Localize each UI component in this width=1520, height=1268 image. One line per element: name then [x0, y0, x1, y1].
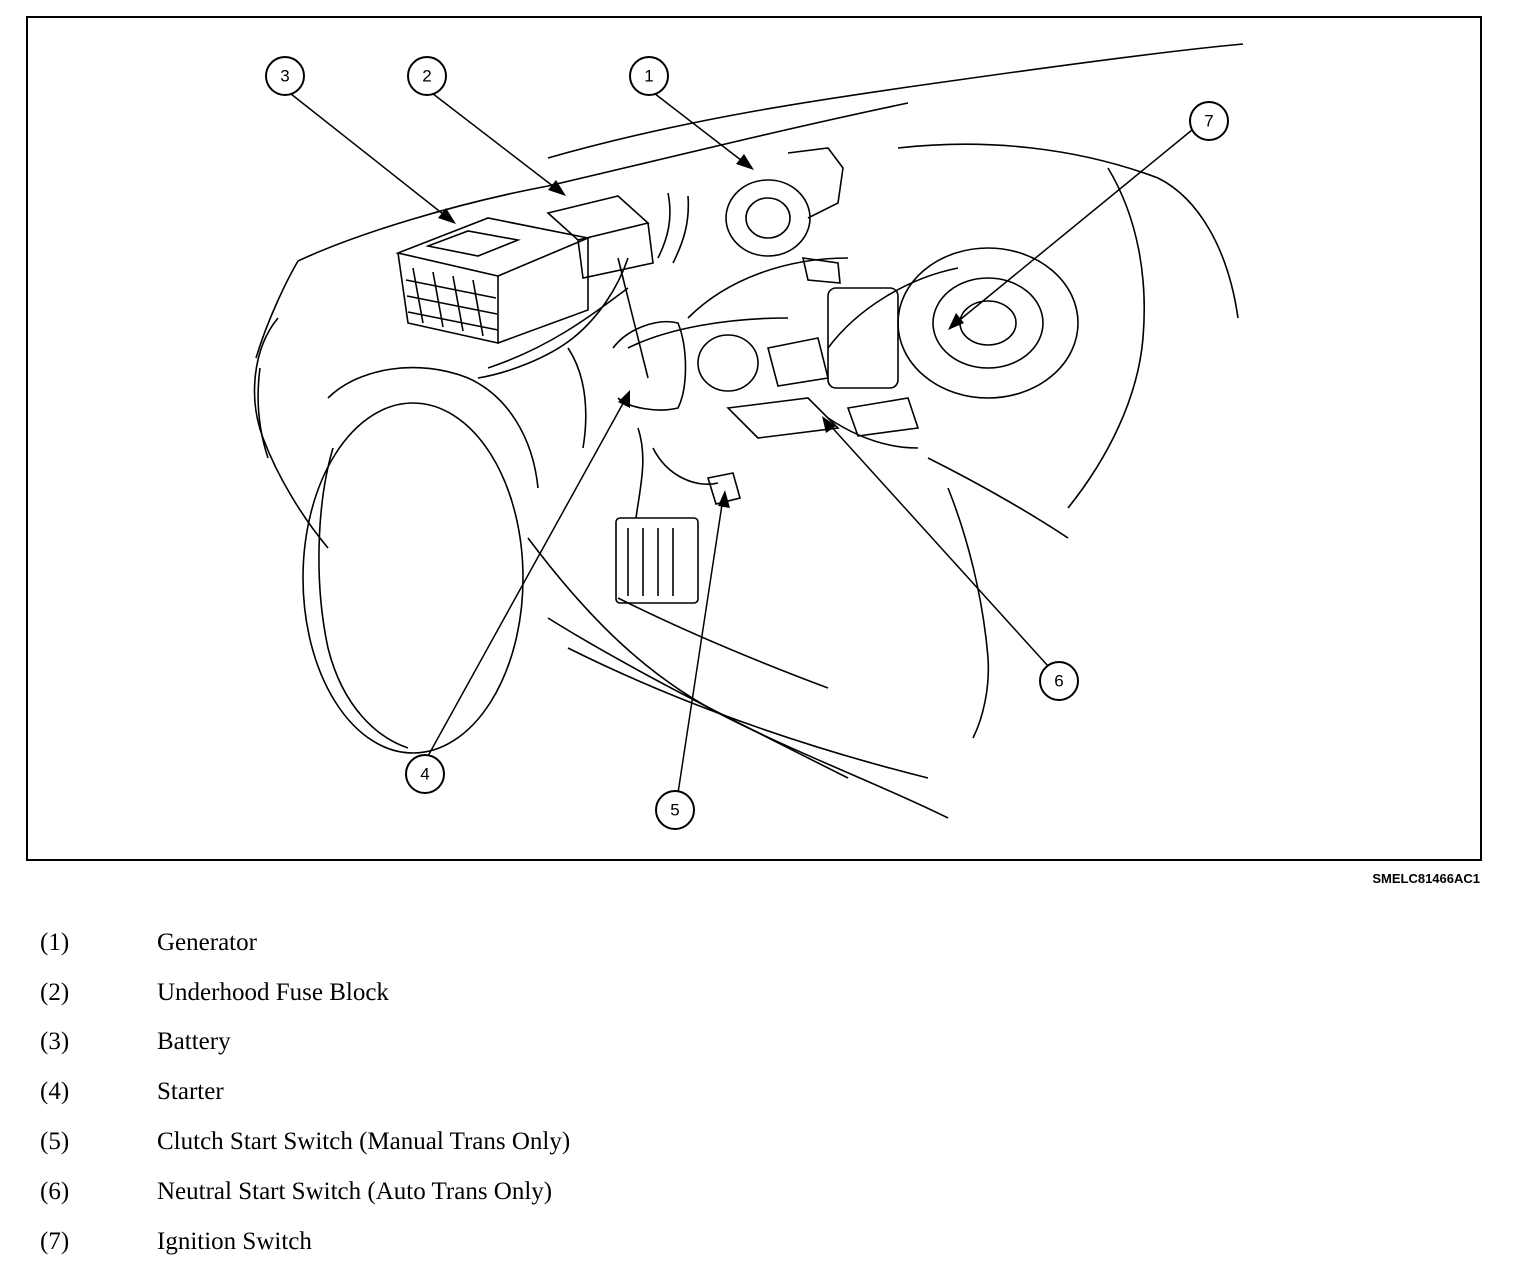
legend-number: (7) [40, 1227, 70, 1255]
callout-3-label: 3 [280, 67, 289, 86]
legend-item: (2) Underhood Fuse Block [40, 968, 940, 1018]
legend-number: (5) [40, 1128, 70, 1156]
legend-number: (4) [40, 1078, 70, 1106]
legend-number: (2) [40, 978, 70, 1006]
legend-item: (3) Battery [40, 1018, 940, 1068]
legend-label: Generator [157, 928, 257, 956]
callout-1-label: 1 [644, 67, 653, 86]
callout-1: 1 [629, 56, 669, 96]
car-outline [253, 43, 1244, 819]
legend-label: Starter [157, 1078, 224, 1106]
legend-number: (6) [40, 1177, 70, 1205]
legend-item: (4) Starter [40, 1067, 940, 1117]
callout-4: 4 [405, 754, 445, 794]
legend-label: Clutch Start Switch (Manual Trans Only) [157, 1128, 571, 1156]
callout-7: 7 [1189, 101, 1229, 141]
legend-item: (5) Clutch Start Switch (Manual Trans On… [40, 1117, 940, 1167]
legend-item: (7) Ignition Switch [40, 1217, 940, 1267]
legend-number: (3) [40, 1028, 70, 1056]
legend-item: (6) Neutral Start Switch (Auto Trans Onl… [40, 1167, 940, 1217]
legend-label: Battery [157, 1028, 231, 1056]
legend-number: (1) [40, 928, 70, 956]
callout-leaders [285, 89, 1193, 794]
vehicle-line-drawing: 1 2 3 4 5 6 7 [253, 43, 1244, 830]
callout-7-label: 7 [1204, 112, 1213, 131]
callout-4-label: 4 [420, 765, 429, 784]
callout-6-label: 6 [1054, 672, 1063, 691]
figure-id: SMELC81466AC1 [1372, 871, 1480, 886]
legend-label: Ignition Switch [157, 1227, 312, 1255]
callout-2: 2 [407, 56, 447, 96]
callout-2-label: 2 [422, 67, 431, 86]
legend: (1) Generator (2) Underhood Fuse Block (… [40, 918, 940, 1267]
callout-5-label: 5 [670, 801, 679, 820]
callout-6: 6 [1039, 661, 1079, 701]
callout-5: 5 [655, 790, 695, 830]
legend-label: Underhood Fuse Block [157, 978, 389, 1006]
legend-label: Neutral Start Switch (Auto Trans Only) [157, 1177, 553, 1205]
callout-3: 3 [265, 56, 305, 96]
component-location-figure: 1 2 3 4 5 6 7 [26, 16, 1482, 861]
legend-item: (1) Generator [40, 918, 940, 968]
